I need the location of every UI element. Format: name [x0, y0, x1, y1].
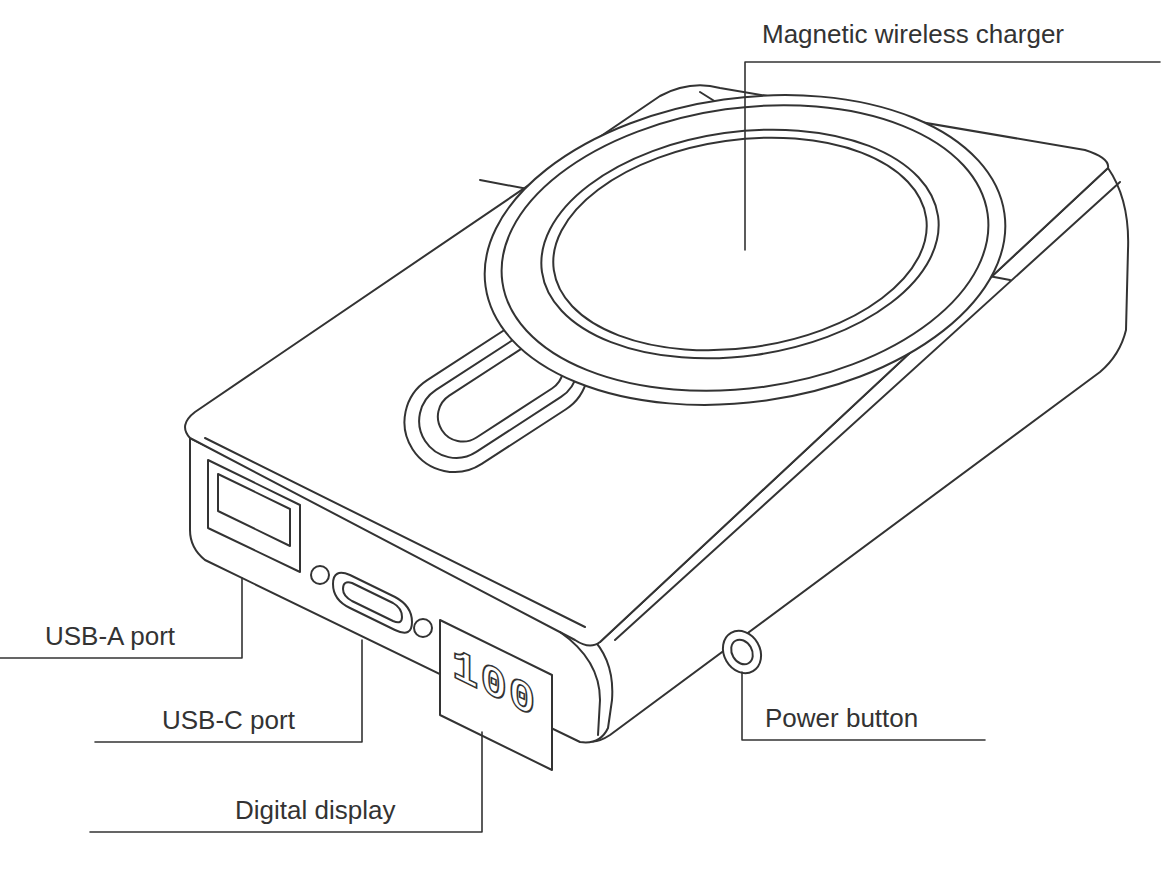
led-dot: [311, 566, 329, 584]
leader-line: [0, 578, 242, 658]
charger-pad-inner: [539, 115, 940, 373]
usb-c-slot: [343, 582, 402, 622]
usb-a-slot: [218, 474, 290, 546]
usb-a-port: [208, 460, 300, 572]
power-button-cap: [727, 636, 757, 669]
led-dot: [414, 619, 432, 637]
charger-pad: [526, 105, 953, 382]
part-label: USB-A port: [45, 622, 175, 651]
leader-line: [90, 732, 482, 832]
part-label: Power button: [765, 704, 918, 733]
leader-line: [742, 672, 985, 740]
part-label: Digital display: [235, 796, 395, 825]
leader-line: [745, 62, 1160, 250]
usb-c-port: [333, 573, 412, 633]
corner-line: [560, 632, 600, 735]
part-label: USB-C port: [162, 706, 295, 735]
part-label: Magnetic wireless charger: [762, 20, 1064, 49]
leader-line: [95, 640, 362, 742]
display-window: [440, 620, 552, 770]
